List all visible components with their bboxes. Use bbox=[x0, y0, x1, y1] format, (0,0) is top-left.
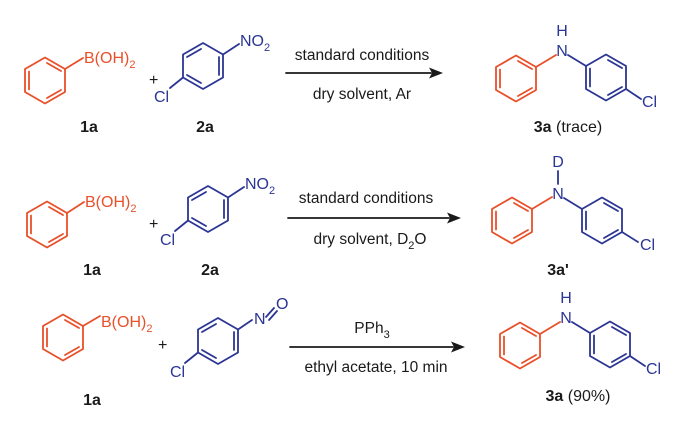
svg-text:standard conditions: standard conditions bbox=[295, 47, 430, 64]
svg-text:B(OH)2: B(OH)2 bbox=[101, 314, 152, 335]
product-amine-3: N H Cl bbox=[499, 290, 661, 378]
svg-text:N: N bbox=[254, 311, 266, 328]
phenylboronic-acid-1: B(OH)2 bbox=[24, 50, 135, 105]
product-deuterated-amine: N D Cl bbox=[491, 154, 655, 254]
svg-text:B(OH)2: B(OH)2 bbox=[84, 50, 135, 71]
svg-text:NO2: NO2 bbox=[240, 33, 270, 54]
svg-text:N: N bbox=[556, 43, 568, 60]
compound-label-1a: 1a bbox=[80, 119, 98, 136]
compound-label-3a: 3a (90%) bbox=[546, 388, 611, 405]
compound-label-2a: 2a bbox=[196, 119, 214, 136]
reaction-1: B(OH)2 + NO2 Cl standard conditions dry … bbox=[24, 23, 657, 136]
svg-text:H: H bbox=[556, 23, 568, 40]
reaction-arrow-3: PPh3 ethyl acetate, 10 min bbox=[289, 320, 465, 376]
svg-text:PPh3: PPh3 bbox=[354, 320, 389, 341]
svg-text:Cl: Cl bbox=[642, 94, 657, 111]
reaction-3: B(OH)2 + N O Cl PPh3 ethyl acetate, 10 m… bbox=[42, 290, 661, 409]
svg-text:ethyl acetate, 10 min: ethyl acetate, 10 min bbox=[304, 359, 447, 376]
plus-sign: + bbox=[158, 337, 167, 354]
reaction-2: B(OH)2 + NO2 Cl standard conditions dry … bbox=[26, 154, 655, 279]
svg-text:Cl: Cl bbox=[170, 364, 185, 381]
svg-text:Cl: Cl bbox=[640, 237, 655, 254]
svg-text:D: D bbox=[552, 154, 564, 171]
svg-text:Cl: Cl bbox=[646, 361, 661, 378]
svg-text:Cl: Cl bbox=[154, 89, 169, 106]
compound-label-2a: 2a bbox=[201, 262, 219, 279]
plus-sign: + bbox=[149, 216, 158, 233]
reaction-arrow-2: standard conditions dry solvent, D2O bbox=[287, 190, 461, 252]
phenylboronic-acid-3: B(OH)2 bbox=[42, 313, 152, 362]
svg-text:dry solvent, D2O: dry solvent, D2O bbox=[314, 231, 427, 252]
reaction-arrow-1: standard conditions dry solvent, Ar bbox=[285, 47, 443, 103]
svg-text:N: N bbox=[552, 186, 564, 203]
svg-text:NO2: NO2 bbox=[245, 176, 275, 197]
chloronitrosobenzene: N O Cl bbox=[170, 296, 288, 381]
svg-text:standard conditions: standard conditions bbox=[299, 190, 434, 207]
svg-text:N: N bbox=[560, 310, 572, 327]
svg-text:dry solvent, Ar: dry solvent, Ar bbox=[313, 86, 411, 103]
product-amine-1: N H Cl bbox=[495, 23, 657, 111]
compound-label-3a: 3a (trace) bbox=[534, 119, 602, 136]
svg-text:O: O bbox=[276, 296, 288, 313]
plus-sign: + bbox=[149, 72, 158, 89]
svg-text:H: H bbox=[560, 290, 572, 307]
chloronitrobenzene-1: NO2 Cl bbox=[154, 33, 270, 106]
phenylboronic-acid-2: B(OH)2 bbox=[26, 194, 136, 249]
svg-text:Cl: Cl bbox=[160, 232, 175, 249]
svg-text:B(OH)2: B(OH)2 bbox=[85, 194, 136, 215]
compound-label-1a: 1a bbox=[83, 392, 101, 409]
compound-label-1a: 1a bbox=[83, 262, 101, 279]
compound-label-3a-prime: 3a' bbox=[547, 262, 569, 279]
chloronitrobenzene-2: NO2 Cl bbox=[160, 176, 275, 249]
